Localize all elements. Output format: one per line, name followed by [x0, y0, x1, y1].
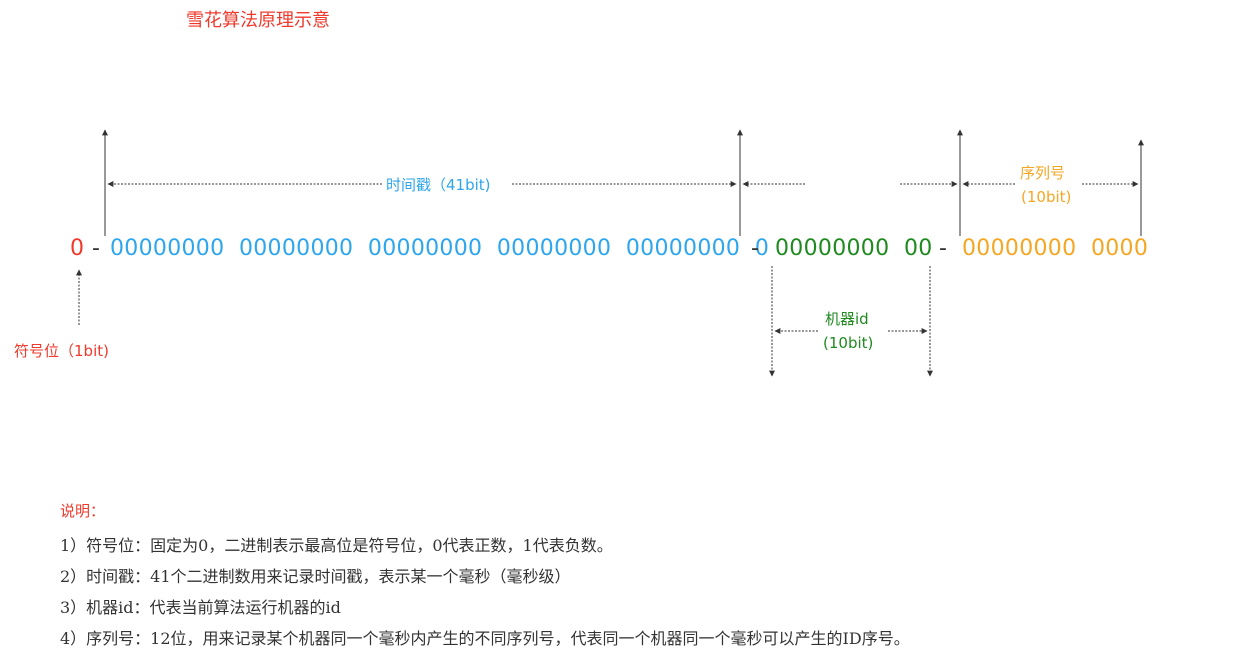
- sequence-bits: 00000000 0000: [962, 236, 1149, 261]
- diagram-title: 雪花算法原理示意: [186, 10, 330, 31]
- sign-bit: 0: [70, 236, 85, 261]
- machine-label: 机器id: [825, 310, 869, 328]
- timestamp-bits: 00000000 00000000 00000000 00000000 0000…: [110, 236, 770, 261]
- separator: -: [92, 236, 101, 261]
- separator: -: [751, 236, 760, 261]
- note-item: 4）序列号：12位，用来记录某个机器同一个毫秒内产生的不同序列号，代表同一个机器…: [60, 629, 910, 648]
- machine-bits-label: (10bit): [823, 334, 874, 352]
- notes-heading: 说明：: [60, 502, 106, 520]
- sequence-bits-label: (10bit): [1021, 188, 1072, 206]
- note-item: 3）机器id：代表当前算法运行机器的id: [60, 598, 341, 617]
- timestamp-label: 时间戳（41bit): [386, 176, 491, 194]
- machine-bits: 00000000 00: [775, 236, 933, 261]
- sequence-label: 序列号: [1020, 164, 1066, 182]
- sign-label: 符号位（1bit): [14, 342, 109, 360]
- separator: -: [939, 236, 948, 261]
- note-item: 2）时间戳：41个二进制数用来记录时间戳，表示某一个毫秒（毫秒级）: [60, 567, 571, 586]
- note-item: 1）符号位：固定为0，二进制表示最高位是符号位，0代表正数，1代表负数。: [60, 536, 613, 555]
